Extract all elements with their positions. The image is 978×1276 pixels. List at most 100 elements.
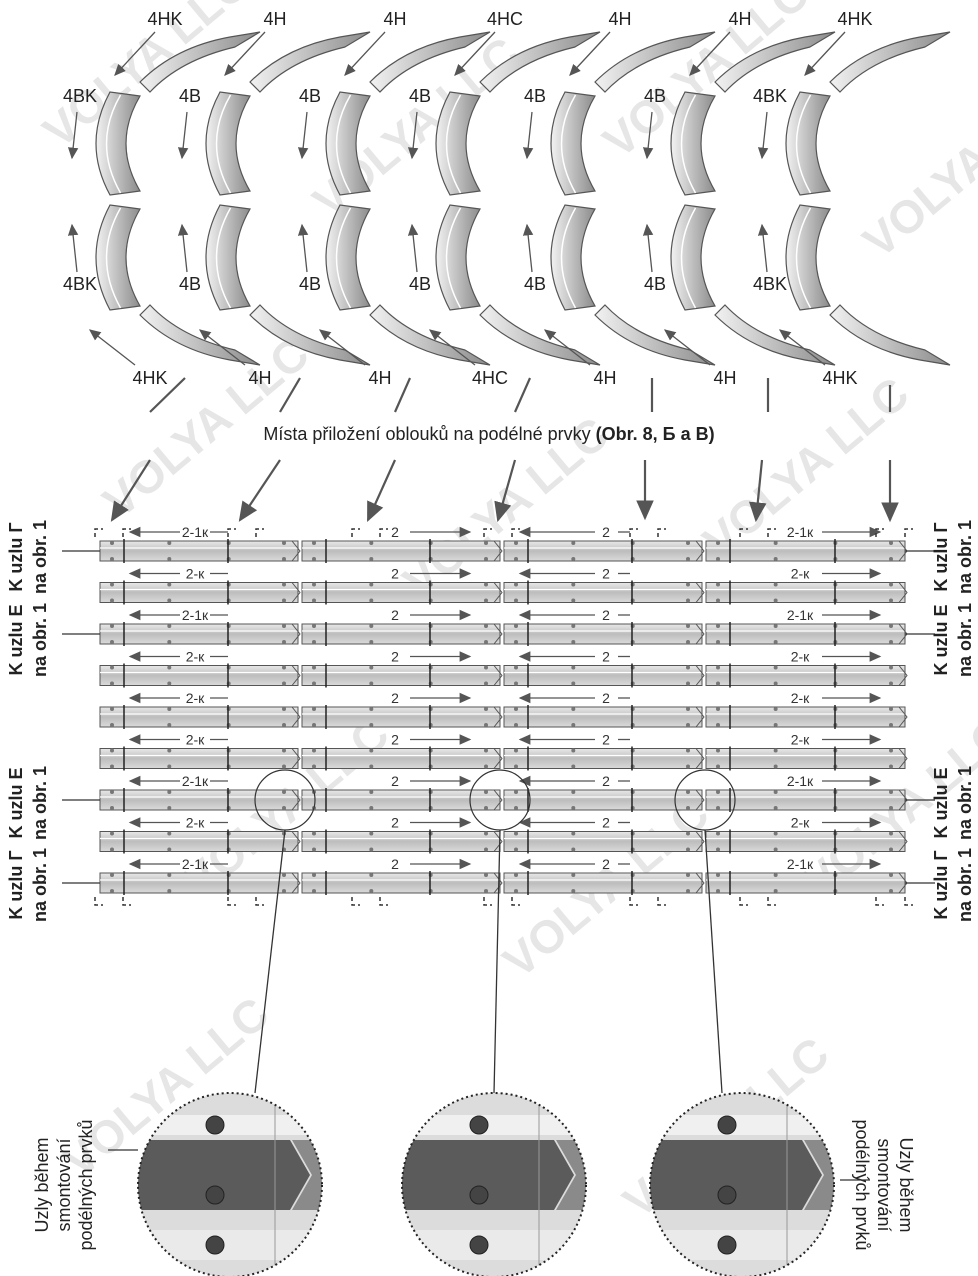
bolt-hole <box>110 681 114 686</box>
arc-highlight <box>105 94 122 194</box>
side-label-line2: na obr. 1 <box>955 766 975 840</box>
arc-segment <box>785 204 831 311</box>
rail-segment <box>503 540 703 562</box>
rail-joint <box>898 748 908 769</box>
bolt-hole <box>167 889 172 893</box>
arc-label-arrow <box>569 31 611 76</box>
arc-label-arrow <box>407 223 419 273</box>
placement-bracket <box>379 528 388 537</box>
bolt-hole <box>484 557 488 561</box>
bolt-hole <box>484 831 488 836</box>
bolt-hole <box>369 624 374 628</box>
placement-bracket <box>483 897 492 906</box>
bolt-hole <box>484 598 488 603</box>
placement-bracket <box>904 897 913 906</box>
bolt-hole <box>889 806 893 810</box>
bolt-hole <box>514 557 518 561</box>
bolt-hole <box>110 889 114 893</box>
bolt-hole <box>282 582 286 587</box>
bolt-head <box>205 1115 225 1135</box>
bolt-hole <box>312 541 316 545</box>
bolt-hole <box>686 723 690 727</box>
placement-pointer-arrows <box>110 377 899 523</box>
bolt-hole <box>312 665 316 670</box>
bolt-hole <box>369 640 374 644</box>
bolt-hole <box>167 557 172 561</box>
bolt-hole <box>686 831 690 836</box>
bolt-hole <box>514 748 518 753</box>
detail-circle-frame <box>137 1092 323 1276</box>
bolt-hole <box>282 790 286 794</box>
bolt-hole <box>282 665 286 670</box>
bolt-hole <box>110 873 114 877</box>
bolt-hole <box>686 790 690 794</box>
arc-label-top: 4HK <box>837 9 872 29</box>
arc-label-upper: 4B <box>299 86 321 106</box>
pointer-arrow <box>366 459 397 523</box>
bolt-hole <box>889 707 893 711</box>
rail-segment <box>301 665 501 686</box>
placement-caption: Místa přiložení oblouků na podélné prvky… <box>263 424 714 444</box>
bolt-hole <box>369 748 374 753</box>
arc-segment <box>325 91 371 196</box>
bolt-hole <box>312 889 316 893</box>
arc-label-arrow <box>778 329 826 366</box>
rail-joint <box>493 831 503 852</box>
rail-segment <box>705 623 906 645</box>
bolt-hole <box>889 681 893 686</box>
arc-label-lower: 4B <box>644 274 666 294</box>
arc-segment <box>205 204 251 311</box>
placement-bracket <box>379 897 388 906</box>
pointer-arrow <box>238 459 281 522</box>
dimension-label: 2-к <box>186 649 205 665</box>
detail-circle-frame <box>649 1092 835 1276</box>
dimension-label: 2-к <box>186 732 205 748</box>
bolt-hole <box>716 582 720 587</box>
bolt-head <box>717 1185 737 1205</box>
bolt-hole <box>369 831 374 836</box>
bolt-hole <box>571 873 576 877</box>
bolt-head <box>469 1185 489 1205</box>
bolt-head <box>205 1185 225 1205</box>
placement-bracket <box>875 528 884 537</box>
dimension-label: 2 <box>602 566 610 582</box>
bolt-hole <box>312 748 316 753</box>
side-label-line2: na obr. 1 <box>955 848 975 922</box>
arc-label-arrow <box>522 111 534 160</box>
placement-bracket <box>511 528 520 537</box>
bolt-hole <box>484 806 488 810</box>
bolt-hole <box>571 764 576 769</box>
bolt-hole <box>716 624 720 628</box>
bolt-hole <box>110 723 114 727</box>
bolt-head <box>205 1235 225 1255</box>
side-label-line1: K uzlu Г <box>931 522 951 591</box>
pointer-arrow <box>110 459 151 522</box>
arc-highlight <box>560 94 577 194</box>
rail-joint <box>493 748 503 769</box>
bolt-hole <box>282 624 286 628</box>
arc-label-arrow <box>88 329 136 366</box>
arc-label-arrow <box>297 223 309 273</box>
arc-end-segment <box>369 31 491 93</box>
arc-label-bottom: 4HK <box>822 368 857 388</box>
detail-label-line3: podélných prvků <box>852 1119 872 1250</box>
bolt-hole <box>716 598 720 603</box>
bolt-hole <box>282 707 286 711</box>
dimension-label: 2 <box>602 773 610 789</box>
bolt-hole <box>312 873 316 877</box>
arc-end-segment <box>714 31 836 93</box>
bolt-hole <box>773 541 778 545</box>
placement-bracket <box>904 528 913 537</box>
side-label-line1: K uzlu E <box>6 768 26 839</box>
arc-highlight <box>215 94 232 194</box>
detail-label-line1: Uzly během <box>896 1137 916 1232</box>
arc-label-lower: 4B <box>524 274 546 294</box>
dimension-label: 2 <box>391 815 399 831</box>
bolt-hole <box>484 681 488 686</box>
bolt-hole <box>686 889 690 893</box>
